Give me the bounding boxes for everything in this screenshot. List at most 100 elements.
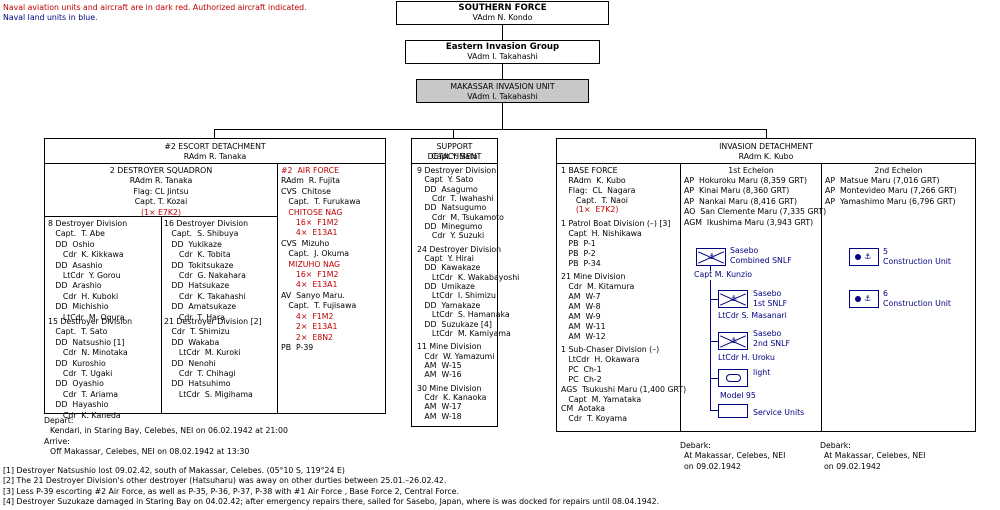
unit-line: AM W-16 (417, 370, 462, 380)
service-units-label: Service Units (753, 408, 805, 417)
unit-line: AM W-15 (417, 360, 462, 370)
unit-line: 9 Destroyer Division (417, 166, 497, 175)
unit-line: Capt. S. Shibuya (164, 229, 239, 239)
unit-line: LtCdr M. Kuroki (164, 348, 241, 358)
unit-line: PB P-34 (561, 258, 601, 268)
unit-line: Capt M. Yamataka (561, 394, 642, 404)
unit-line: DD Wakaba (164, 337, 220, 347)
destroyer-division-8: 8 Destroyer Division Capt. T. Abe DD Osh… (48, 219, 127, 323)
support-detachment-title: SUPPORT DETACHMENT (427, 142, 482, 162)
unit-line: DD Arashio (48, 281, 102, 291)
unit-line: DD Tokitsukaze (164, 260, 234, 270)
air-force-line: PB P-39 (281, 342, 314, 352)
unit-line: DD Natsugumo (417, 203, 487, 213)
unit-line: 15 Destroyer Division (48, 317, 133, 326)
construction-unit-6-symbol (849, 290, 879, 308)
unit-line: Flag: CL Nagara (561, 185, 636, 195)
unit-line: Cdr K. Kaneda (48, 410, 121, 420)
air-force-line: 2× E8N2 (281, 332, 334, 342)
unit-line: DD Umikaze (417, 282, 475, 292)
second-snlf-name1: Sasebo (753, 329, 782, 338)
unit-line: Cdr T. Ugaki (48, 369, 113, 379)
unit-line: AGS Tsukushi Maru (1,400 GRT) (561, 384, 687, 394)
tank-track-icon (726, 374, 741, 382)
unit-line: Cdr N. Minotaka (48, 348, 128, 358)
eastern-invasion-group-title: Eastern Invasion Group (445, 42, 560, 52)
gear-icon (855, 254, 861, 260)
air-force-line: RAdm R. Fujita (281, 176, 341, 186)
unit-line: DD Yukikaze (164, 239, 222, 249)
unit-line: DD Oyashio (48, 379, 104, 389)
unit-line: DD Minegumo (417, 222, 483, 232)
legend-aviation: Naval aviation units and aircraft are in… (3, 3, 307, 12)
second-snlf-commander: LtCdr H. Uroku (718, 353, 775, 362)
unit-line: LtCdr S. Hamanaka (417, 310, 510, 320)
unit-line: LtCdr Y. Gorou (48, 271, 121, 281)
construction-unit-5-symbol (849, 248, 879, 266)
unit-line: Cdr K. Kanaoka (417, 392, 487, 402)
unit-line: DD Hatsuhimo (164, 379, 231, 389)
combined-snlf-commander: Capt M. Kunzio (694, 270, 753, 279)
unit-line: PC Ch-2 (561, 374, 602, 384)
anchor-icon: ⚓ (730, 336, 738, 345)
unit-line: 16 Destroyer Division (164, 219, 249, 228)
second-snlf-symbol (718, 332, 748, 350)
air-force-line: 2× E13A1 (281, 322, 338, 332)
unit-line: LtCdr I. Shimizu (417, 291, 496, 301)
echelon-1-ships: AP Hokuroku Maru (8,359 GRT)AP Kinai Mar… (684, 176, 826, 228)
unit-line: PB P-2 (561, 248, 596, 258)
ship-line: AP Yamashimo Maru (6,796 GRT) (825, 196, 956, 206)
service-units-symbol (718, 404, 748, 418)
debark-echelon-2: Debark: At Makassar, Celebes, NEI on 09.… (820, 441, 926, 471)
destroyer-squadron-2: 2 DESTROYER SQUADRON RAdm R. Tanaka Flag… (109, 166, 213, 217)
unit-line: Capt. T. Sato (48, 327, 108, 337)
unit-line: 1 Sub-Chaser Division (–) (561, 345, 660, 355)
air-force-line: CHITOSE NAG (281, 207, 343, 217)
unit-line: 21 Mine Division (561, 272, 626, 282)
gear-icon (855, 296, 861, 302)
invasion-detachment-title: INVASION DETACHMENT (719, 142, 813, 151)
unit-line: DD Hayashio (48, 400, 109, 410)
eastern-invasion-group-box: Eastern Invasion Group VAdm I. Takahashi (405, 40, 600, 64)
unit-line: Cdr T. Chihagi (164, 369, 236, 379)
unit-line: PB P-1 (561, 238, 596, 248)
light-tank-label: light (753, 368, 771, 377)
unit-line: Cdr W. Yamazumi (417, 351, 495, 361)
unit-line: 1 Patrol Boat Division (–) [3] (561, 219, 671, 229)
unit-line: Cdr M. Tsukamoto (417, 212, 504, 222)
unit-line: AM W-11 (561, 321, 606, 331)
escort-depart-arrive: Depart: Kendari, in Staring Bay, Celebes… (44, 416, 288, 457)
unit-line: Capt. T. Abe (48, 229, 105, 239)
unit-line: Capt Y. Sato (417, 175, 474, 185)
unit-line: 1 BASE FORCE (561, 166, 618, 175)
escort-detachment-box: #2 ESCORT DETACHMENT RAdm R. Tanaka 2 DE… (44, 138, 386, 420)
air-force-line: 16× F1M2 (281, 270, 339, 280)
unit-line: Cdr Y. Suzuki (417, 231, 485, 241)
first-snlf-name1: Sasebo (753, 289, 782, 298)
air-force-line: 4× E13A1 (281, 228, 338, 238)
air-force-line: 4× F1M2 (281, 311, 334, 321)
air-force-line: Capt. T. Fujisawa (281, 301, 357, 311)
unit-line: DD Kuroshio (48, 358, 106, 368)
anchor-icon: ⚓ (708, 252, 716, 261)
unit-line: DD Hatsukaze (164, 281, 230, 291)
unit-line: Cdr K. Tobita (164, 250, 231, 260)
second-snlf-name2: 2nd SNLF (753, 339, 790, 348)
southern-force-commander: VAdm N. Kondo (472, 13, 533, 23)
model-95-label: Model 95 (720, 391, 756, 400)
unit-line: DD Asagumo (417, 184, 478, 194)
unit-line: LtCdr M. Kamiyama (417, 328, 511, 338)
anchor-icon: ⚓ (864, 252, 872, 261)
unit-line: LtCdr H. Okawara (561, 355, 640, 365)
unit-line: (1× E7K2) (561, 205, 619, 215)
combined-snlf-name2: Combined SNLF (730, 256, 792, 265)
unit-line: LtCdr S. Migihama (164, 389, 253, 399)
unit-line: 11 Mine Division (417, 342, 482, 352)
support-detachment-commander: Capt Y. Sato (431, 152, 478, 161)
air-force-line: CVS Chitose (281, 186, 331, 196)
air-force-line: 4× E13A1 (281, 280, 338, 290)
footnotes: [1] Destroyer Natsushio lost 09.02.42, s… (3, 466, 659, 508)
unit-line: Cdr H. Kuboki (48, 291, 119, 301)
unit-line: Cdr T. Ariama (48, 389, 119, 399)
